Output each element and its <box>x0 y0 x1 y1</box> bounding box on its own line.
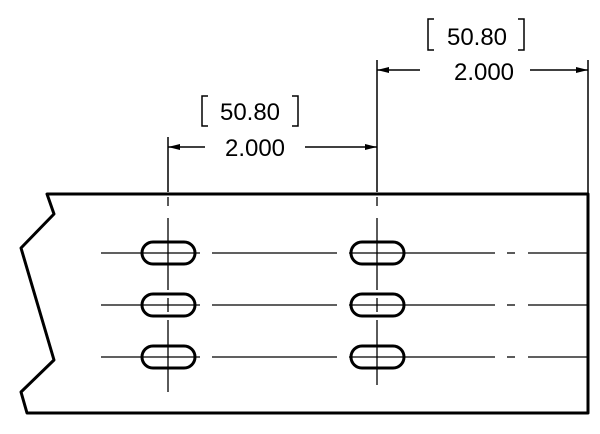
slot <box>140 240 197 266</box>
dimension-left: 50.80 2.000 <box>168 95 377 162</box>
slot <box>140 344 197 370</box>
slots <box>140 240 406 370</box>
bracket-icon <box>427 18 525 51</box>
dimension-right: 50.80 2.000 <box>377 18 588 86</box>
bracket-icon <box>201 95 299 127</box>
metric-dimension: 50.80 <box>447 24 507 51</box>
slot <box>349 344 406 370</box>
metric-dimension: 50.80 <box>220 99 280 126</box>
centerlines <box>101 197 588 392</box>
slot <box>140 292 197 318</box>
slot <box>349 240 406 266</box>
slot <box>349 292 406 318</box>
part-outline <box>19 192 590 415</box>
imperial-dimension: 2.000 <box>454 59 514 86</box>
imperial-dimension: 2.000 <box>225 135 285 162</box>
